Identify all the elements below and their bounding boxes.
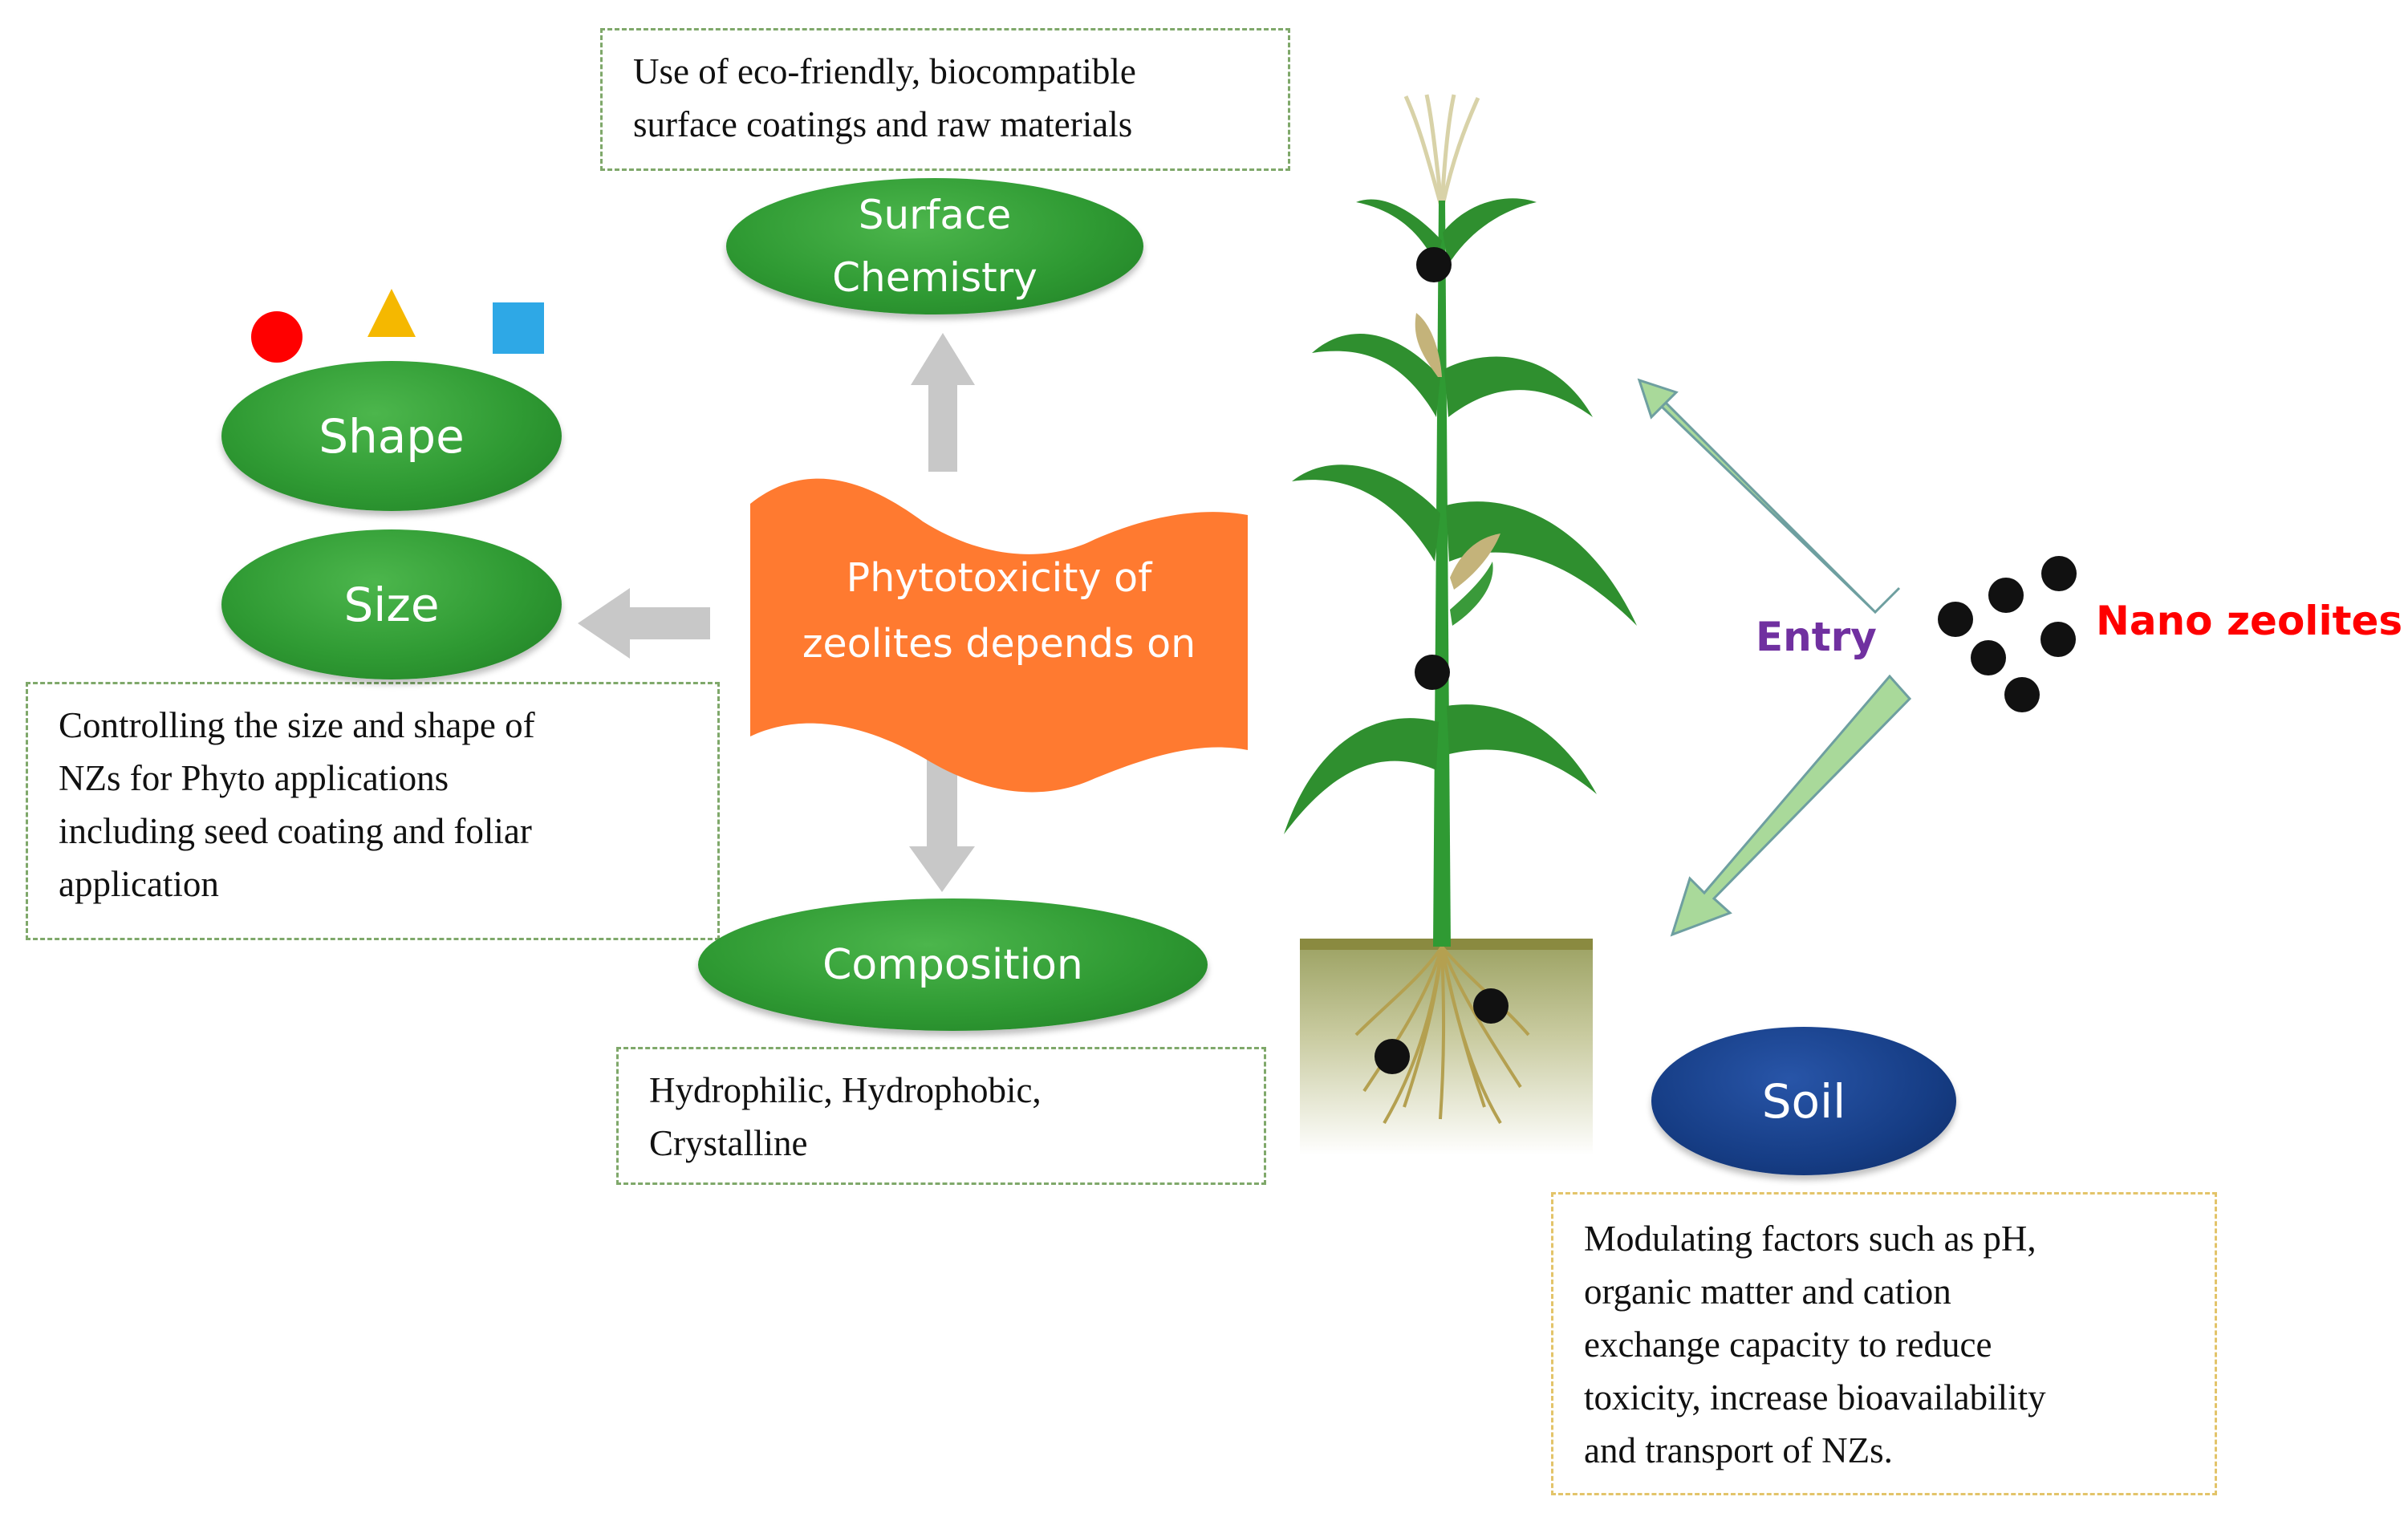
soil-note: Modulating factors such as pH, organic m…	[1551, 1192, 2217, 1495]
nanoparticle-icon	[1415, 655, 1450, 690]
surface-note: Use of eco-friendly, biocompatible surfa…	[600, 28, 1290, 171]
center-banner-line: zeolites depends on	[802, 621, 1196, 667]
corn-plant-icon	[1284, 94, 1637, 947]
center-banner-line: Phytotoxicity of	[846, 555, 1152, 601]
entry-arrow-down-icon	[1670, 674, 1912, 937]
composition-note-line: Hydrophilic, Hydrophobic,	[649, 1070, 1042, 1110]
soil-oval: Soil	[1651, 1027, 1956, 1175]
composition-oval-label: Composition	[822, 940, 1083, 989]
soil-oval-label: Soil	[1761, 1073, 1846, 1129]
size-oval: Size	[221, 529, 562, 679]
arrow-up-icon	[911, 333, 975, 472]
composition-note-line: Crystalline	[649, 1123, 808, 1163]
surface-note-line: surface coatings and raw materials	[633, 104, 1133, 144]
center-banner	[750, 478, 1248, 793]
composition-oval: Composition	[698, 898, 1208, 1031]
soil-note-line: exchange capacity to reduce	[1584, 1324, 1992, 1365]
size-shape-note-line: NZs for Phyto applications	[59, 758, 449, 798]
nano-zeolites-label: Nano zeolites	[2096, 598, 2403, 644]
soil-note-line: toxicity, increase bioavailability	[1584, 1377, 2046, 1418]
arrow-left-icon	[578, 588, 710, 659]
blue-square-icon	[493, 302, 544, 354]
nanoparticle-icon	[1416, 247, 1452, 282]
entry-arrow-up-icon	[1637, 378, 1901, 615]
surface-oval-line: Chemistry	[832, 254, 1038, 301]
soil-note-line: Modulating factors such as pH,	[1584, 1219, 2036, 1259]
entry-label: Entry	[1756, 614, 1877, 660]
shape-oval: Shape	[221, 361, 562, 511]
yellow-triangle-icon	[367, 289, 416, 337]
composition-note: Hydrophilic, Hydrophobic, Crystalline	[616, 1047, 1266, 1185]
shape-oval-label: Shape	[319, 408, 465, 464]
soil-note-line: and transport of NZs.	[1584, 1430, 1893, 1470]
surface-note-line: Use of eco-friendly, biocompatible	[633, 51, 1136, 91]
surface-chemistry-oval: Surface Chemistry	[726, 178, 1143, 314]
size-oval-label: Size	[343, 577, 440, 632]
nanoparticle-icon	[1375, 1039, 1410, 1074]
red-circle-icon	[251, 311, 303, 363]
size-shape-note-line: application	[59, 864, 219, 904]
size-shape-note-line: Controlling the size and shape of	[59, 705, 535, 745]
size-shape-note-line: including seed coating and foliar	[59, 811, 532, 851]
size-shape-note: Controlling the size and shape of NZs fo…	[26, 682, 720, 940]
surface-oval-line: Surface	[858, 192, 1012, 238]
soil-note-line: organic matter and cation	[1584, 1272, 1951, 1312]
nanoparticle-icon	[1473, 988, 1509, 1024]
nano-zeolite-cluster	[1938, 556, 2077, 712]
center-banner-text: Phytotoxicity of zeolites depends on	[750, 546, 1248, 677]
